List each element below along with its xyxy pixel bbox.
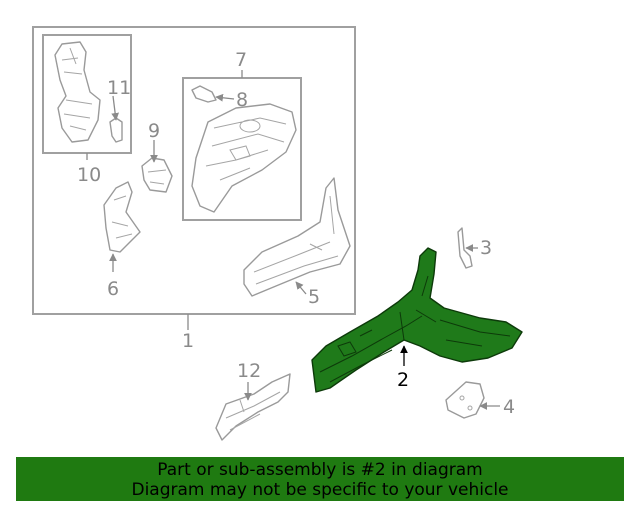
part-2-highlighted[interactable] — [311, 247, 523, 393]
part-6[interactable] — [103, 181, 141, 253]
part-7[interactable] — [191, 103, 297, 213]
callout-11[interactable]: 11 — [107, 77, 131, 99]
callout-4[interactable]: 4 — [503, 396, 515, 418]
callout-8[interactable]: 8 — [236, 89, 248, 111]
banner-line-2: Diagram may not be specific to your vehi… — [131, 480, 509, 500]
callout-5[interactable]: 5 — [308, 286, 320, 308]
part-9[interactable] — [141, 157, 173, 193]
part-4[interactable] — [445, 381, 485, 419]
part-12[interactable] — [215, 373, 291, 441]
callout-6[interactable]: 6 — [107, 278, 119, 300]
callout-9[interactable]: 9 — [148, 120, 160, 142]
callout-10[interactable]: 10 — [77, 164, 101, 186]
callout-1[interactable]: 1 — [182, 330, 194, 352]
part-3[interactable] — [457, 227, 473, 269]
part-5[interactable] — [243, 177, 351, 297]
callout-12[interactable]: 12 — [237, 360, 261, 382]
banner-line-1: Part or sub-assembly is #2 in diagram — [157, 460, 483, 480]
callout-7[interactable]: 7 — [235, 49, 247, 71]
part-8[interactable] — [191, 85, 217, 103]
part-10[interactable] — [54, 41, 101, 143]
assembly-1-frame — [32, 26, 356, 315]
highlight-notice-banner: Part or sub-assembly is #2 in diagram Di… — [16, 457, 624, 501]
part-11[interactable] — [109, 117, 123, 143]
callout-3[interactable]: 3 — [480, 237, 492, 259]
callout-2-highlighted[interactable]: 2 — [397, 369, 409, 391]
